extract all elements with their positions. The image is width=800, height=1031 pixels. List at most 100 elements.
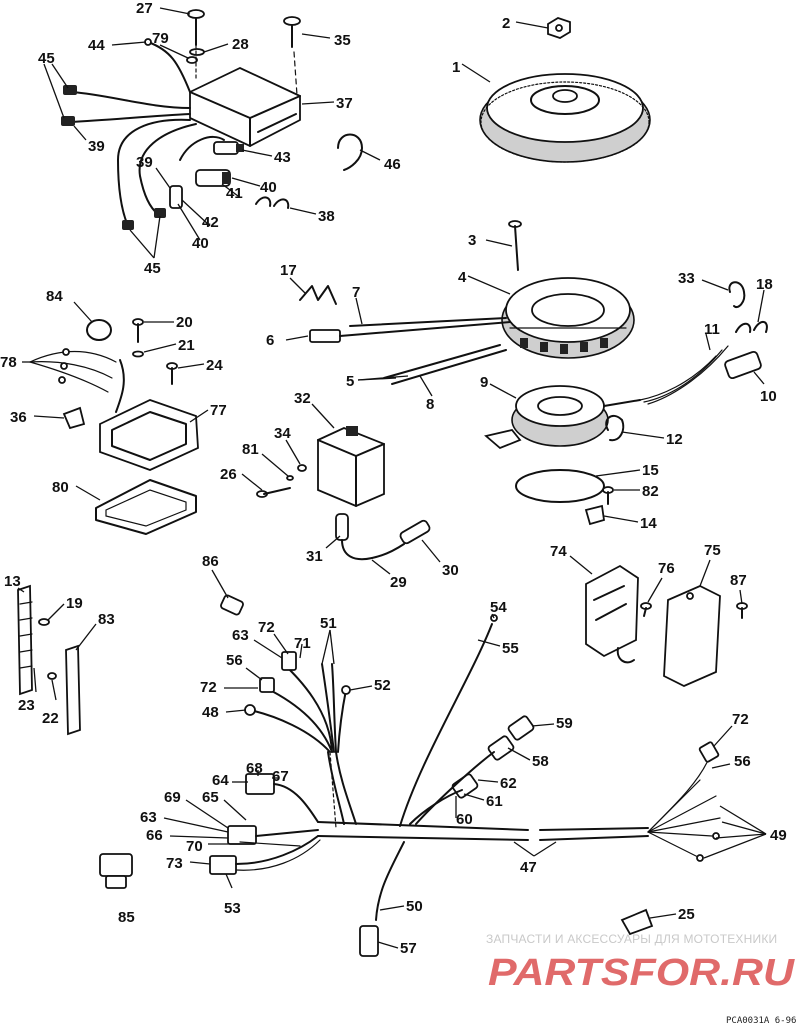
screw-87 [736,602,748,619]
timer-base-9 [484,385,641,450]
label-68: 68 [246,760,263,777]
coil-32 [317,426,385,507]
leader-lines [17,7,767,949]
label-10: 10 [760,388,777,405]
clamp-12 [605,414,625,442]
label-75: 75 [704,542,721,559]
label-15: 15 [642,462,659,479]
label-29: 29 [390,574,407,591]
label-80: 80 [52,479,69,496]
spark-lead-31 [335,513,373,561]
label-32: 32 [294,390,311,407]
washer-34 [297,464,307,472]
label-45-bottom: 45 [144,260,161,277]
label-46: 46 [384,156,401,173]
label-56-right: 56 [734,753,751,770]
label-22: 22 [42,710,59,727]
spark-lead-30 [371,519,431,559]
clip-38 [255,196,290,209]
label-79: 79 [152,30,169,47]
leads-78 [29,348,117,393]
callout-numbers: 27 35 44 79 28 45 37 39 43 46 39 40 41 4… [0,0,787,957]
label-1: 1 [452,59,460,76]
screw-24 [166,362,178,385]
label-82: 82 [642,483,659,500]
label-73: 73 [166,855,183,872]
washer-21 [132,350,144,358]
label-35: 35 [334,32,351,49]
harness-trunk-47 [317,751,649,841]
label-23: 23 [18,697,35,714]
screw-3 [508,220,522,271]
label-40-right: 40 [260,179,277,196]
label-26: 26 [220,466,237,483]
label-74: 74 [550,543,567,560]
label-30: 30 [442,562,459,579]
label-44: 44 [88,37,105,54]
label-39-mid: 39 [136,154,153,171]
label-72-top: 72 [258,619,275,636]
nut-2 [547,17,571,39]
label-11: 11 [704,321,720,338]
screw-20 [132,318,144,343]
label-54: 54 [490,599,507,616]
label-78: 78 [0,354,17,371]
screw-82 [602,486,614,505]
label-17: 17 [280,262,297,279]
label-64: 64 [212,772,229,789]
clip-25 [620,908,654,936]
label-84: 84 [46,288,63,305]
clamp-46 [337,133,363,171]
label-53: 53 [224,900,241,917]
label-7: 7 [352,284,360,301]
label-55: 55 [502,640,519,657]
label-67: 67 [272,768,289,785]
cover-75 [663,585,721,687]
screw-76 [640,602,652,617]
clamp-84 [86,319,112,341]
label-40-bottom: 40 [192,235,209,252]
label-34: 34 [274,425,291,442]
label-31: 31 [306,548,323,565]
terminal-strip-13 [17,584,33,696]
label-50: 50 [406,898,423,915]
clip-18 [735,321,768,333]
label-45-top: 45 [38,50,55,67]
retainer-15 [515,469,605,503]
lead-7-8 [349,317,507,385]
label-24: 24 [206,357,223,374]
label-2: 2 [502,15,510,32]
label-19: 19 [66,595,83,612]
label-21: 21 [178,337,195,354]
label-81: 81 [242,441,259,458]
screw-26 [256,487,291,498]
label-58: 58 [532,753,549,770]
label-57: 57 [400,940,417,957]
clamp-33 [728,281,746,308]
label-60: 60 [456,811,473,828]
watermark-logo: PARTSFOR.RU [488,952,796,994]
lead-6 [309,321,511,343]
wires-45 [61,85,191,126]
label-6: 6 [266,332,274,349]
label-38: 38 [318,208,335,225]
label-71: 71 [294,635,311,652]
lead-50-57 [359,841,405,957]
washer-81 [286,475,294,481]
harness-loop-39 [117,118,197,230]
label-8: 8 [426,396,434,413]
label-5: 5 [346,373,354,390]
branch-49 [647,741,721,862]
label-43: 43 [274,149,291,166]
screw-19 [38,618,50,626]
label-66: 66 [146,827,163,844]
label-4: 4 [458,269,467,286]
label-52: 52 [374,677,391,694]
switch-85 [99,853,133,889]
label-51: 51 [320,615,337,632]
label-20: 20 [176,314,193,331]
label-70: 70 [186,838,203,855]
label-47: 47 [520,859,537,876]
reference-code: PCA0031A 6-96 [726,1016,797,1026]
label-72-left: 72 [200,679,217,696]
